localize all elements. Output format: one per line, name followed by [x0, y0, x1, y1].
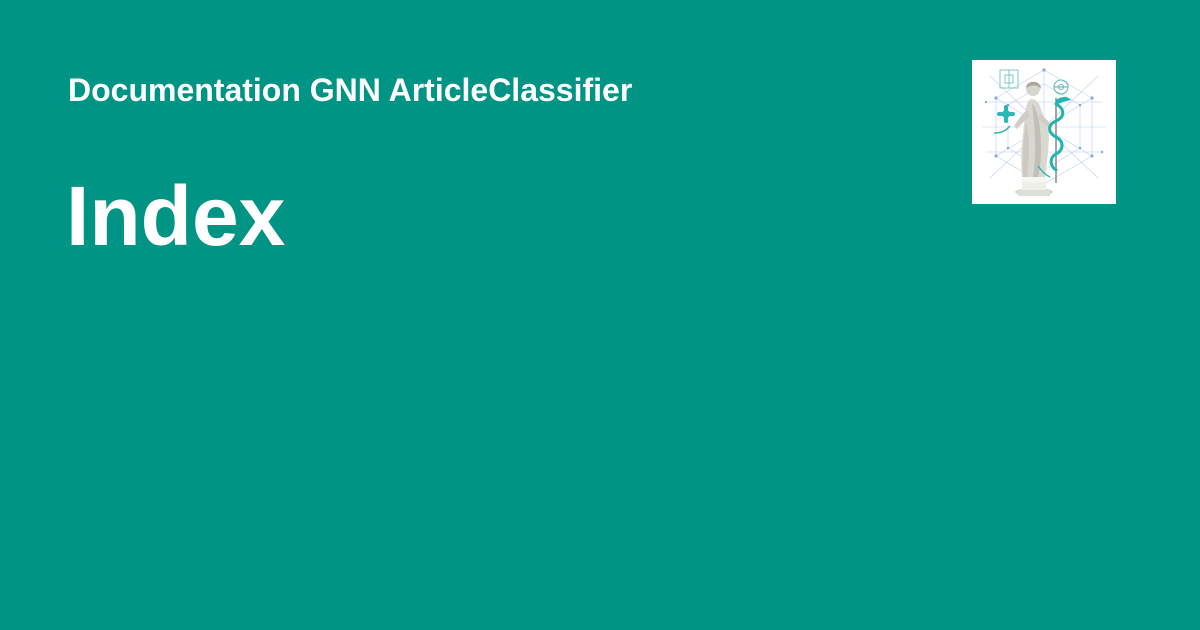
statue-network-logo-icon: [972, 60, 1116, 204]
page-title: Index: [66, 169, 286, 263]
logo-image: [972, 60, 1116, 204]
site-title: Documentation GNN ArticleClassifier: [68, 72, 633, 108]
